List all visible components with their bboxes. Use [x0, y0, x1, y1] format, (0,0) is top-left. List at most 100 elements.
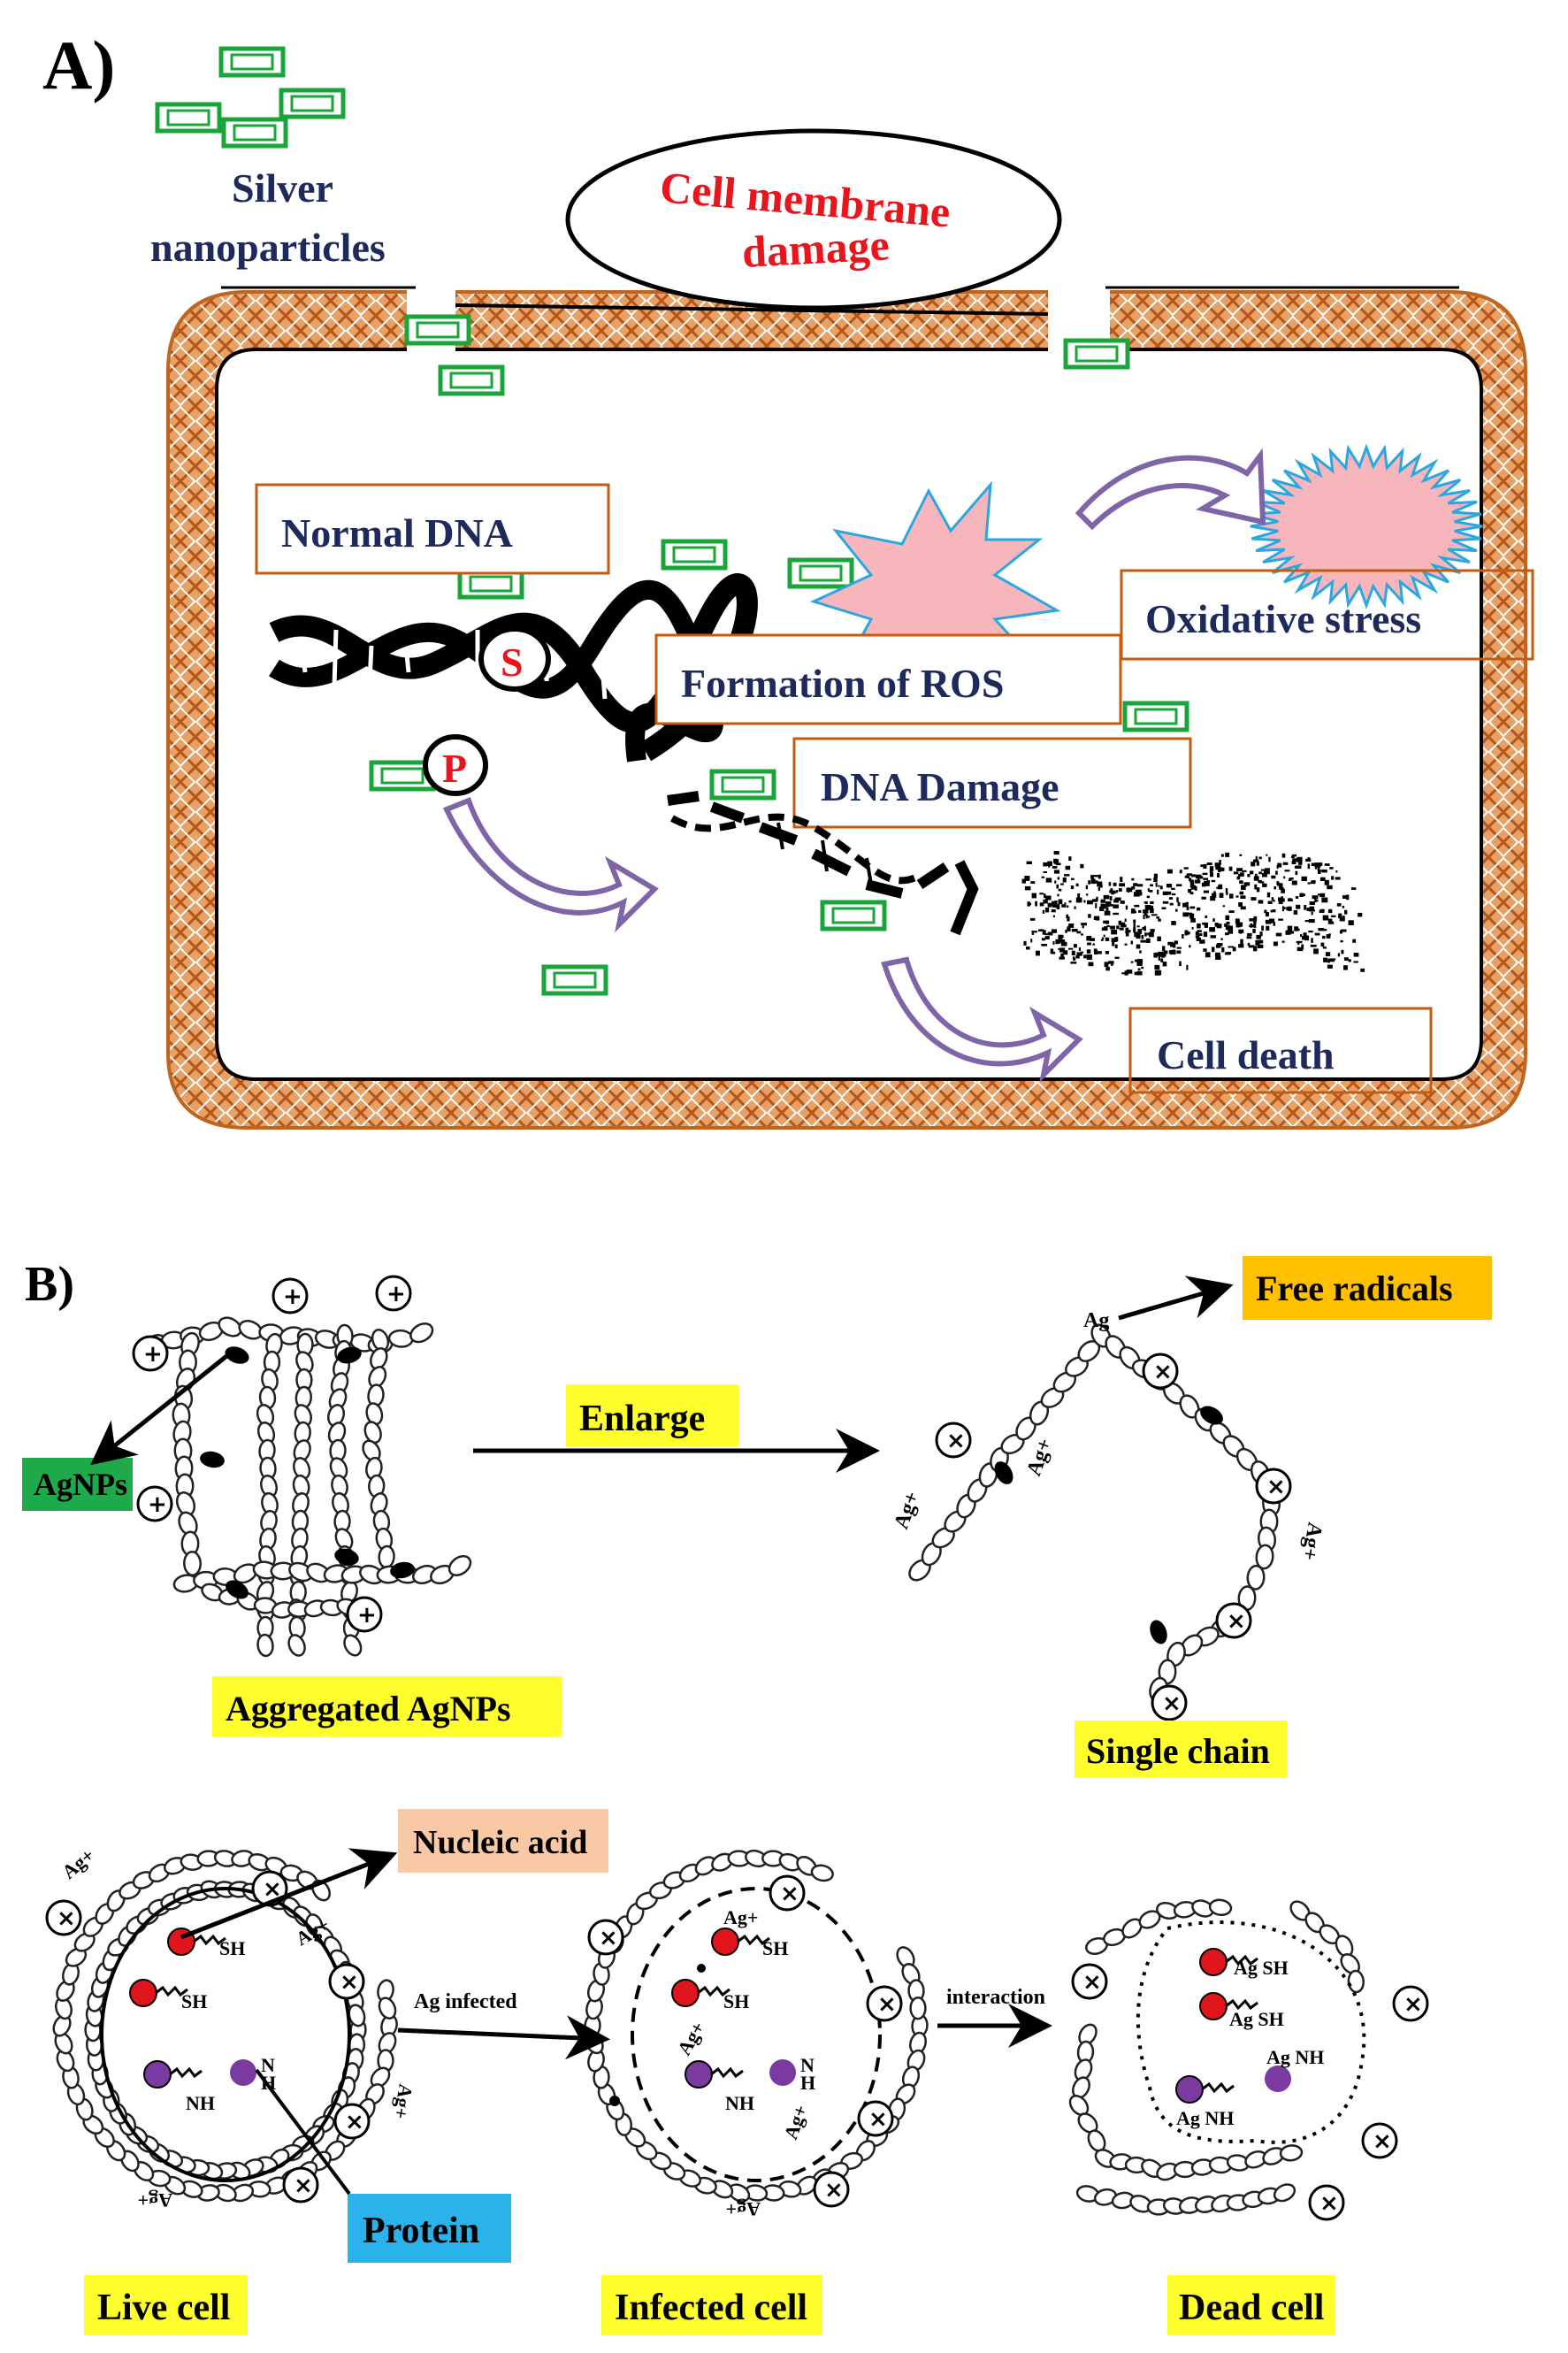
- debris-speck: [1220, 867, 1225, 871]
- debris-speck: [1353, 953, 1359, 957]
- charge-symbol: ×: [1373, 2128, 1392, 2155]
- debris-speck: [1296, 947, 1304, 952]
- debris-speck: [1078, 947, 1081, 952]
- debris-speck: [1241, 907, 1244, 909]
- debris-speck: [1133, 883, 1138, 886]
- debris-speck: [1240, 939, 1243, 945]
- debris-speck: [1150, 908, 1154, 914]
- debris-speck: [1082, 924, 1084, 929]
- debris-speck: [1202, 922, 1208, 925]
- debris-speck: [1322, 870, 1327, 873]
- debris-speck: [1052, 951, 1056, 954]
- debris-speck: [1260, 869, 1266, 871]
- debris-speck: [1131, 885, 1136, 890]
- charge-symbol: +: [143, 1341, 163, 1368]
- dead-cell-label: Dead cell: [1179, 2288, 1324, 2328]
- molecule-sphere: [685, 2060, 713, 2089]
- nucleus-outline: [100, 1887, 351, 2182]
- interaction-label: interaction: [946, 1986, 1045, 2009]
- debris-speck: [1318, 928, 1324, 931]
- debris-speck: [1278, 897, 1283, 901]
- debris-speck: [1109, 896, 1113, 901]
- debris-speck: [1093, 875, 1099, 878]
- debris-speck: [1189, 882, 1195, 888]
- debris-speck: [1185, 901, 1189, 905]
- charge-symbol: ×: [1153, 1359, 1173, 1385]
- debris-speck: [1135, 889, 1142, 893]
- debris-speck: [1257, 944, 1264, 948]
- debris-speck: [1068, 900, 1072, 903]
- debris-speck: [1073, 944, 1077, 948]
- charge-symbol: ×: [877, 1991, 897, 2018]
- ros-label: Formation of ROS: [681, 661, 1004, 706]
- debris-speck: [1139, 950, 1142, 954]
- debris-speck: [1147, 932, 1151, 936]
- debris-speck: [1312, 895, 1319, 900]
- silver-dot: [609, 2096, 620, 2106]
- debris-speck: [1070, 962, 1077, 964]
- silver-dot: [334, 1548, 359, 1566]
- debris-speck: [1157, 936, 1161, 942]
- silver-dot: [697, 1964, 706, 1973]
- debris-speck: [1241, 885, 1246, 890]
- debris-speck: [1134, 904, 1140, 908]
- debris-speck: [1277, 881, 1280, 886]
- debris-speck: [1114, 956, 1120, 959]
- debris-speck: [1341, 929, 1347, 932]
- debris-speck: [1336, 903, 1342, 907]
- debris-speck: [1253, 946, 1258, 952]
- charge-symbol: ×: [345, 2109, 364, 2135]
- dna-damage-label: DNA Damage: [821, 764, 1059, 809]
- debris-speck: [1154, 964, 1159, 970]
- debris-speck: [1075, 883, 1079, 886]
- debris-speck: [1086, 936, 1090, 941]
- debris-speck: [1197, 923, 1201, 929]
- charge-symbol: ×: [780, 1881, 799, 1907]
- chain-bead: [810, 1864, 834, 1882]
- debris-speck: [1126, 970, 1133, 974]
- debris-speck: [1104, 903, 1111, 907]
- debris-speck: [1030, 939, 1033, 943]
- debris-speck: [1293, 910, 1298, 915]
- molecule-label: Ag+: [138, 2189, 172, 2211]
- debris-speck: [1308, 931, 1313, 933]
- debris-speck: [1119, 888, 1122, 892]
- charge-circle: [328, 1963, 365, 2000]
- debris-speck: [1104, 962, 1109, 967]
- debris-speck: [1047, 931, 1053, 936]
- molecule-label: SH: [723, 1990, 749, 2012]
- chain-bead: [909, 1996, 927, 2020]
- charge-circle: [1308, 2184, 1345, 2221]
- debris-speck: [1251, 897, 1257, 901]
- debris-speck: [1303, 893, 1305, 896]
- arrows-purple: [442, 448, 1266, 1084]
- debris-speck: [1166, 884, 1173, 888]
- debris-speck: [1302, 936, 1306, 940]
- debris-speck: [1113, 899, 1119, 903]
- debris-speck: [1083, 900, 1086, 903]
- debris-speck: [1060, 941, 1067, 947]
- debris-speck: [1174, 940, 1178, 945]
- s-bubble: [478, 626, 551, 692]
- debris-speck: [1044, 908, 1050, 913]
- debris-speck: [1350, 887, 1357, 890]
- debris-speck: [1186, 873, 1193, 877]
- debris-speck: [1288, 878, 1292, 881]
- debris-speck: [1053, 858, 1059, 863]
- debris-speck: [1071, 878, 1075, 880]
- molecule-label: H: [800, 2072, 815, 2094]
- debris-speck: [1195, 935, 1200, 939]
- debris-speck: [1171, 921, 1176, 925]
- molecule-label: SH: [762, 1937, 788, 1959]
- debris-speck: [1309, 906, 1315, 911]
- debris-speck: [1253, 924, 1257, 928]
- debris-speck: [1116, 889, 1119, 893]
- debris-speck: [1248, 945, 1255, 948]
- charge-circle: [136, 1485, 173, 1522]
- debris-speck: [1204, 880, 1210, 886]
- molecule-tail: [710, 2066, 744, 2079]
- nucleus-outline-dashed: [631, 1887, 882, 2182]
- debris-speck: [1120, 877, 1123, 882]
- charge-circle: [333, 2103, 371, 2140]
- debris-speck: [1024, 885, 1031, 891]
